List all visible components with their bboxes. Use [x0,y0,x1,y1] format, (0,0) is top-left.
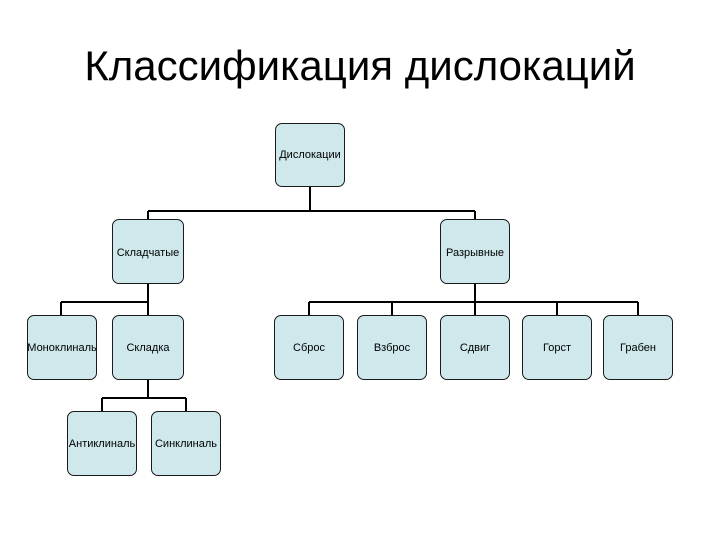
connector-fold [101,380,187,411]
connector-folded [60,284,149,315]
slide-title: Классификация дислокаций [84,42,636,89]
node-label: Синклиналь [154,437,217,450]
node-label: Моноклиналь [27,341,97,354]
node-label: Сброс [293,341,325,354]
node-label: Сдвиг [459,341,491,354]
node-graben: Грабен [603,315,673,380]
node-label: Грабен [620,341,656,354]
connector-root [147,187,476,219]
node-label: Складка [126,341,170,354]
node-anticline: Антиклиналь [67,411,137,476]
node-rupture: Разрывные [440,219,510,284]
node-normal-fault: Сброс [274,315,344,380]
node-folded: Складчатые [112,219,184,284]
node-label: Складчатые [116,247,180,259]
node-label: Дислокации [279,149,341,161]
node-label: Горст [543,341,571,354]
node-syncline: Синклиналь [151,411,221,476]
node-shear: Сдвиг [440,315,510,380]
node-horst: Горст [522,315,592,380]
node-label: Взброс [373,341,411,354]
node-fold: Складка [112,315,184,380]
node-label: Разрывные [446,247,504,259]
node-monocline: Моноклиналь [27,315,97,380]
node-reverse-fault: Взброс [357,315,427,380]
node-dislocations: Дислокации [275,123,345,187]
node-label: Антиклиналь [68,437,136,450]
connector-rupture [308,284,639,315]
